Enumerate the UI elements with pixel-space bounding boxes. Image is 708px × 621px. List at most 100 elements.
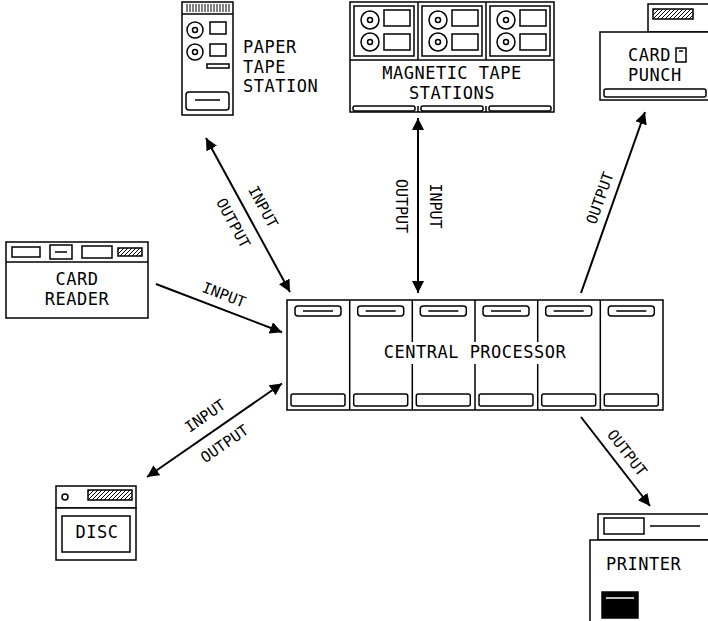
card-reader-drawing: [6, 242, 148, 318]
device-label: CENTRAL PROCESSOR: [380, 342, 571, 364]
device-detail: [118, 248, 142, 256]
device-detail: [210, 22, 226, 34]
device-detail: [366, 310, 396, 312]
device-detail: [485, 106, 487, 112]
device-label: DISC: [72, 522, 123, 544]
device-detail: [417, 106, 419, 112]
device-detail: [483, 306, 529, 316]
device-detail: [56, 486, 136, 508]
device-detail: [491, 310, 521, 312]
device-detail: [62, 516, 130, 552]
device-detail: [82, 246, 112, 258]
device-detail: [384, 34, 410, 50]
device-detail: [349, 300, 351, 410]
magnetic-tape-drawing: [350, 2, 554, 112]
data-flow-arrow: [147, 384, 282, 478]
device-detail: [604, 394, 658, 406]
device-detail: [679, 50, 683, 52]
device-detail: [210, 44, 226, 56]
device-detail: [186, 92, 229, 110]
device-detail: [604, 518, 644, 534]
device-detail: [182, 13, 233, 15]
device-detail: [187, 44, 203, 60]
central-processor-drawing: [287, 300, 663, 410]
device-detail: [608, 306, 654, 316]
device-label: PAPER TAPE STATION: [243, 38, 318, 97]
device-detail: [436, 40, 441, 45]
device-detail: [361, 33, 379, 51]
paper-tape-station-drawing: [182, 2, 233, 115]
device-label: PRINTER: [602, 554, 685, 576]
device-detail: [350, 2, 554, 112]
device-detail: [436, 18, 441, 23]
magnetic-tape-stations: MAGNETIC TAPE STATIONS: [348, 0, 556, 114]
device-detail: [368, 40, 373, 45]
device-detail: [187, 22, 203, 38]
device-detail: [421, 106, 483, 111]
device-label: CARD PUNCH: [628, 46, 682, 85]
flow-label: OUTPUT: [582, 169, 617, 226]
paper-tape-station: PAPER TAPE STATION: [180, 0, 332, 118]
device-detail: [12, 247, 40, 257]
device-detail: [422, 6, 482, 56]
printer-drawing: [590, 514, 708, 621]
disc-drawing: [56, 486, 136, 560]
device-detail: [62, 494, 68, 500]
device-detail: [602, 592, 638, 618]
data-flow-arrow: [581, 112, 645, 293]
device-detail: [554, 310, 584, 312]
central-processor: CENTRAL PROCESSOR: [285, 298, 665, 412]
device-detail: [291, 394, 345, 406]
device-detail: [50, 245, 72, 259]
device-detail: [600, 32, 708, 100]
device-detail: [303, 310, 333, 312]
device-detail: [88, 490, 132, 500]
disc-unit: DISC: [52, 482, 142, 562]
flow-label: INPUT: [200, 279, 249, 312]
device-label: CARD READER: [27, 270, 127, 309]
device-detail: [598, 514, 708, 540]
device-detail: [653, 9, 693, 19]
device-detail: [452, 10, 478, 26]
device-detail: [193, 28, 198, 33]
device-detail: [358, 306, 404, 316]
device-detail: [606, 597, 634, 599]
device-detail: [195, 99, 220, 101]
device-detail: [207, 64, 229, 68]
card-punch: CARD PUNCH: [598, 0, 708, 102]
device-detail: [56, 508, 136, 560]
device-detail: [485, 2, 487, 60]
device-detail: [361, 11, 379, 29]
device-detail: [650, 525, 700, 527]
device-detail: [600, 300, 602, 410]
device-detail: [6, 242, 148, 318]
flow-label: INPUT OUTPUT: [205, 175, 291, 255]
device-detail: [55, 251, 67, 253]
device-detail: [350, 59, 554, 61]
device-label: MAGNETIC TAPE STATIONS: [382, 64, 522, 103]
device-detail: [504, 18, 509, 23]
device-detail: [368, 18, 373, 23]
device-detail: [546, 306, 592, 316]
device-detail: [420, 306, 466, 316]
device-detail: [542, 394, 596, 406]
device-detail: [193, 50, 198, 55]
device-detail: [185, 4, 230, 12]
device-detail: [497, 33, 515, 51]
flow-label: OUTPUT: [603, 426, 650, 480]
device-detail: [429, 11, 447, 29]
device-detail: [490, 6, 550, 56]
data-flow-arrow: [417, 118, 419, 293]
device-detail: [353, 106, 415, 111]
flow-label: INPUT OUTPUT: [173, 387, 256, 474]
device-detail: [295, 306, 341, 316]
card-punch-drawing: [600, 4, 708, 100]
device-detail: [417, 2, 419, 60]
device-detail: [287, 300, 663, 410]
device-detail: [429, 33, 447, 51]
device-detail: [616, 310, 646, 312]
device-detail: [520, 10, 546, 26]
device-detail: [497, 11, 515, 29]
device-detail: [6, 261, 148, 263]
